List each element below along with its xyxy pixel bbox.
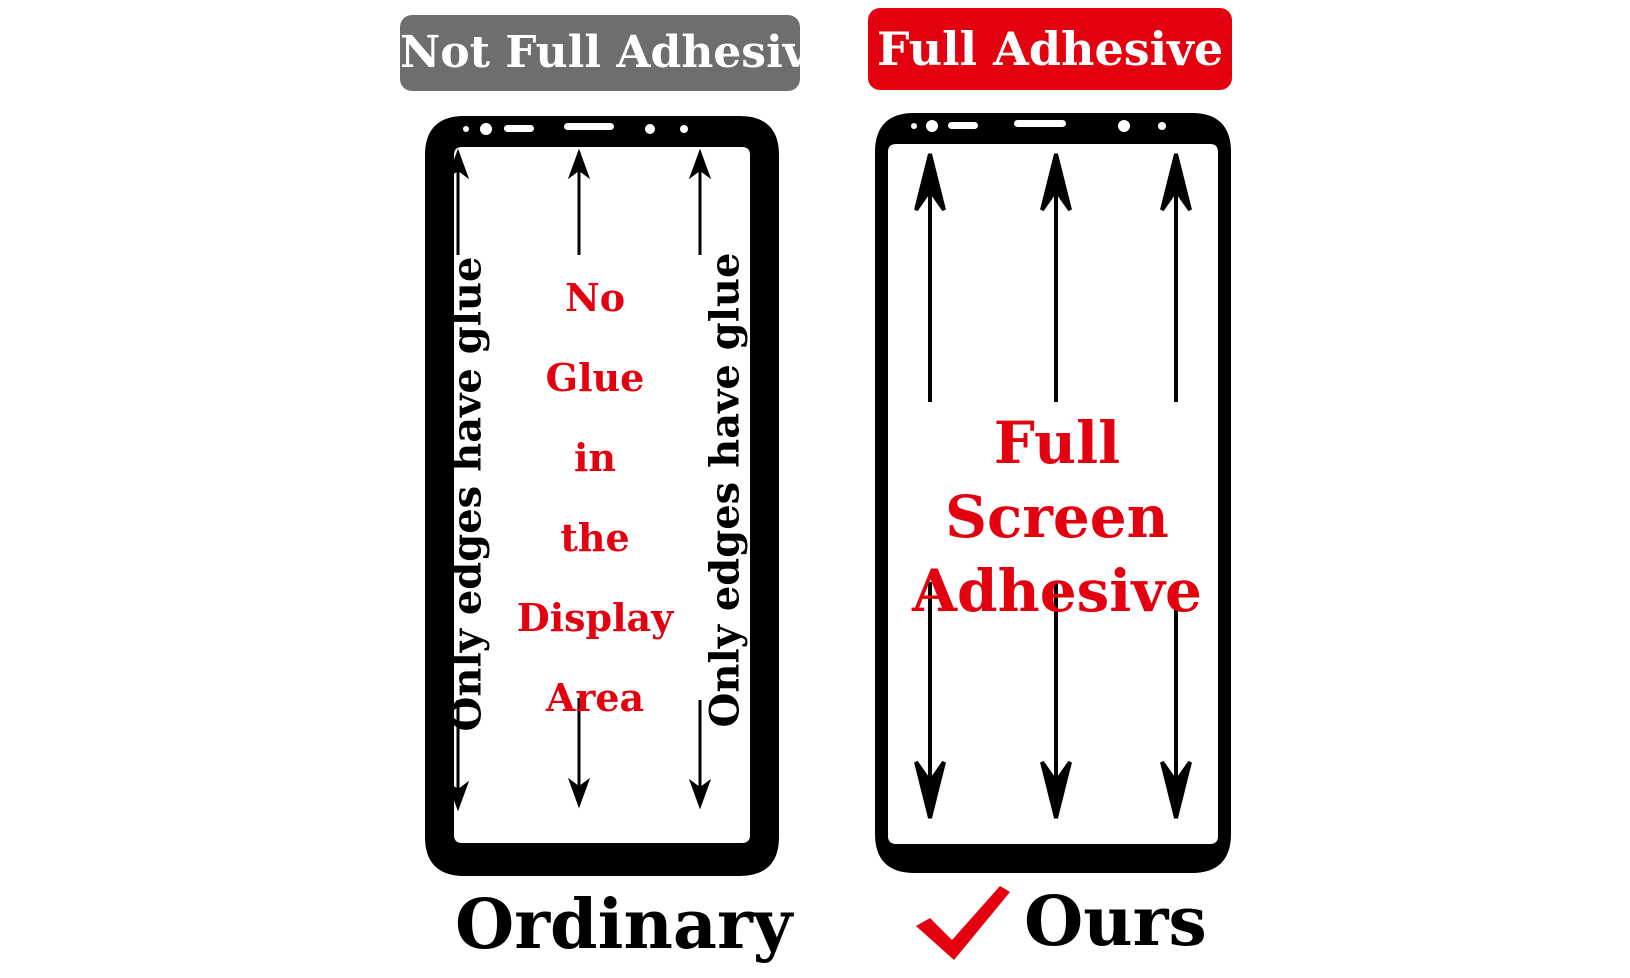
full-screen-adhesive-text: Full Screen Adhesive	[880, 406, 1234, 628]
center-line: Area	[545, 675, 645, 720]
center-line: Glue	[545, 355, 645, 400]
edge-glue-label-left: Only edges have glue	[443, 256, 491, 732]
center-line: Display	[516, 595, 674, 640]
ordinary-caption: Ordinary	[455, 885, 793, 965]
full-label-line-1: Full Screen	[945, 409, 1169, 551]
checkmark-icon	[916, 886, 1010, 960]
ours-phone-outline	[875, 113, 1231, 873]
center-line: the	[560, 515, 630, 560]
center-line: in	[573, 435, 617, 480]
no-glue-text: No Glue in the Display Area	[503, 258, 687, 738]
not-full-adhesive-badge: Not Full Adhesive	[400, 15, 836, 91]
ours-caption: Ours	[1024, 882, 1207, 962]
full-label-line-2: Adhesive	[912, 557, 1202, 625]
edge-glue-label-right: Only edges have glue	[701, 252, 749, 728]
center-line: No	[564, 275, 626, 320]
ordinary-phone-outline	[425, 116, 779, 876]
full-adhesive-badge: Full Adhesive	[868, 8, 1232, 90]
